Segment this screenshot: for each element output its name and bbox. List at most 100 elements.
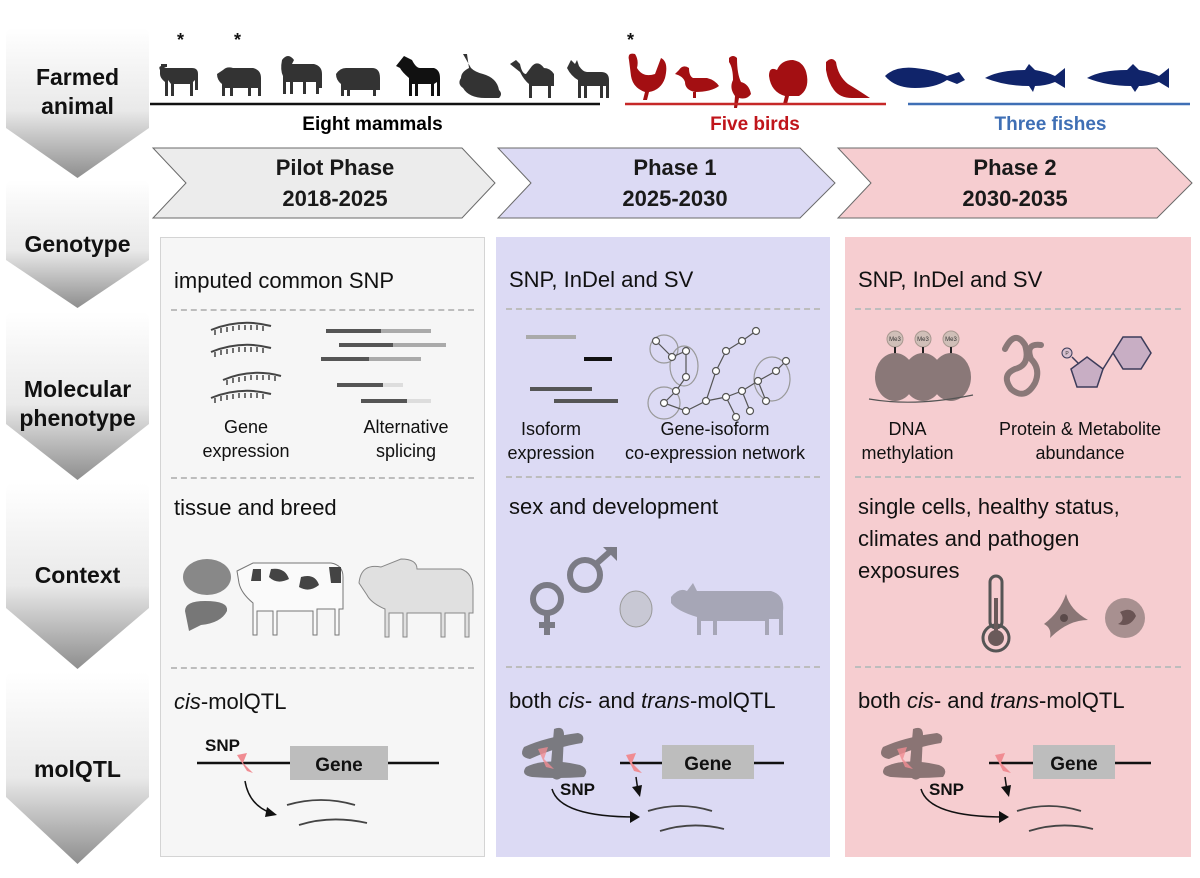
caption-line: methylation <box>861 443 954 463</box>
phase-arrows-overlay <box>151 147 1193 219</box>
phase-pilot: Pilot Phase 2018-2025 <box>190 152 480 214</box>
phase-name: Phase 2 <box>973 155 1057 180</box>
thermometer-icon <box>981 574 1011 653</box>
divider <box>506 666 820 668</box>
gene-label: Gene <box>684 754 732 775</box>
sequenced-star: * <box>177 30 185 50</box>
pigeon-icon <box>826 59 870 98</box>
protein-metabolite-icon: P <box>1002 335 1152 397</box>
dna-methylation-icon: Me3 Me3 Me3 <box>868 330 974 403</box>
caption-line: Alternative <box>363 417 449 437</box>
molqtl-suffix: -molQTL <box>690 688 776 713</box>
genotype-text: SNP, InDel and SV <box>509 267 694 292</box>
mammals-label: Eight mammals <box>302 114 443 135</box>
caption-line: abundance <box>1035 443 1125 463</box>
caption-coexpression-network: Gene-isoform co-expression network <box>604 417 826 465</box>
divider <box>171 309 474 311</box>
molqtl-mid: - and <box>584 688 642 713</box>
salmon-icon <box>1087 64 1169 92</box>
snp-label: SNP <box>929 780 964 799</box>
coexpression-network-icon <box>647 326 791 421</box>
caption-isoform-expression: Isoform expression <box>496 417 606 465</box>
cis-trans-molqtl-diagram: SNP Gene <box>522 727 784 832</box>
isoform-expression-icon <box>526 335 618 403</box>
animal-silhouettes <box>150 53 1190 108</box>
caption-line: Gene <box>223 417 269 437</box>
male-symbol-icon <box>567 557 603 593</box>
caption-line: Protein & Metabolite <box>998 419 1162 439</box>
zebu-cattle-icon <box>358 558 474 638</box>
caption-line: expression <box>202 441 290 461</box>
divider <box>506 308 820 310</box>
mutation-bolt-icon <box>995 753 1011 773</box>
context-text: single cells, healthy status, climates a… <box>858 491 1120 587</box>
caption-line: Isoform <box>520 419 581 439</box>
duck-icon <box>675 66 719 98</box>
italic-cis: cis <box>174 689 201 714</box>
genotype-text: SNP, InDel and SV <box>858 267 1043 292</box>
caption-alternative-splicing: Alternative splicing <box>336 415 476 463</box>
context-line: exposures <box>858 558 960 583</box>
arrow-icon <box>630 811 640 823</box>
chromosome-icon <box>881 727 946 780</box>
gene-label: Gene <box>315 755 363 776</box>
phase-years: 2018-2025 <box>282 186 388 211</box>
caption-gene-expression: Gene expression <box>181 415 311 463</box>
snp-label: SNP <box>205 736 240 755</box>
sex-development-illustration <box>530 546 784 635</box>
cis-molqtl-diagram: SNP Gene <box>197 736 439 826</box>
chicken-icon <box>628 53 667 100</box>
context-text: tissue and breed <box>174 495 337 520</box>
context-label: Context <box>34 562 121 588</box>
arrow-icon <box>632 785 642 797</box>
phase-arrow-pilot-shape <box>151 147 496 219</box>
gene-label: Gene <box>1050 754 1098 775</box>
hexagon-ring-icon <box>1112 336 1152 370</box>
row-label-molecular-phenotype: Molecular phenotype <box>6 312 149 480</box>
phase-years: 2030-2035 <box>962 186 1068 211</box>
alternative-splicing-icon <box>321 329 446 403</box>
divider <box>171 667 474 669</box>
birds-label: Five birds <box>710 114 800 135</box>
phase-years: 2025-2030 <box>622 186 728 211</box>
genotype-label: Genotype <box>24 231 131 257</box>
genotype-text: imputed common SNP <box>174 268 395 293</box>
horse-icon <box>396 56 440 96</box>
molqtl-prefix: both <box>858 688 907 713</box>
caption-protein-metabolite: Protein & Metabolite abundance <box>980 417 1180 465</box>
molqtl-text: cis-molQTL <box>174 686 286 718</box>
snp-label: SNP <box>560 780 595 799</box>
panel-phase-1: SNP, InDel and SV Isoform expression Gen… <box>496 237 830 857</box>
cattle-icon <box>159 64 198 96</box>
sequenced-star: * <box>234 30 242 50</box>
goose-icon <box>729 56 751 108</box>
gene-box <box>1033 745 1115 779</box>
female-symbol-icon <box>530 582 564 616</box>
phase-arrow-2-shape <box>836 147 1193 219</box>
chevron-down-icon <box>6 180 149 308</box>
mutation-bolt-icon <box>897 747 913 769</box>
camel-icon <box>510 60 554 98</box>
molqtl-text: both cis- and trans-molQTL <box>858 685 1125 717</box>
mutation-bolt-icon <box>626 753 642 773</box>
label-line: Molecular <box>23 376 132 402</box>
chevron-down-icon <box>6 28 149 178</box>
italic-trans: trans <box>990 688 1040 713</box>
molqtl-text: both cis- and trans-molQTL <box>509 685 776 717</box>
divider <box>855 476 1181 478</box>
phospho-label: P <box>1065 351 1069 357</box>
trout-icon <box>985 64 1065 92</box>
chevron-down-icon <box>6 312 149 480</box>
molqtl-suffix: -molQTL <box>200 689 287 714</box>
italic-cis: cis <box>557 688 585 713</box>
arrow-icon <box>265 807 277 817</box>
rabbit-icon <box>459 54 501 98</box>
phase-arrow-1-shape <box>496 147 836 219</box>
molqtl-mid: - and <box>933 688 991 713</box>
tissue-breed-illustration <box>183 558 474 638</box>
mutation-bolt-icon <box>538 747 554 769</box>
embryo-icon <box>619 590 653 628</box>
row-label-farmed-animal: Farmed animal <box>6 28 149 178</box>
phase-2: Phase 2 2030-2035 <box>870 152 1160 214</box>
divider <box>855 666 1181 668</box>
